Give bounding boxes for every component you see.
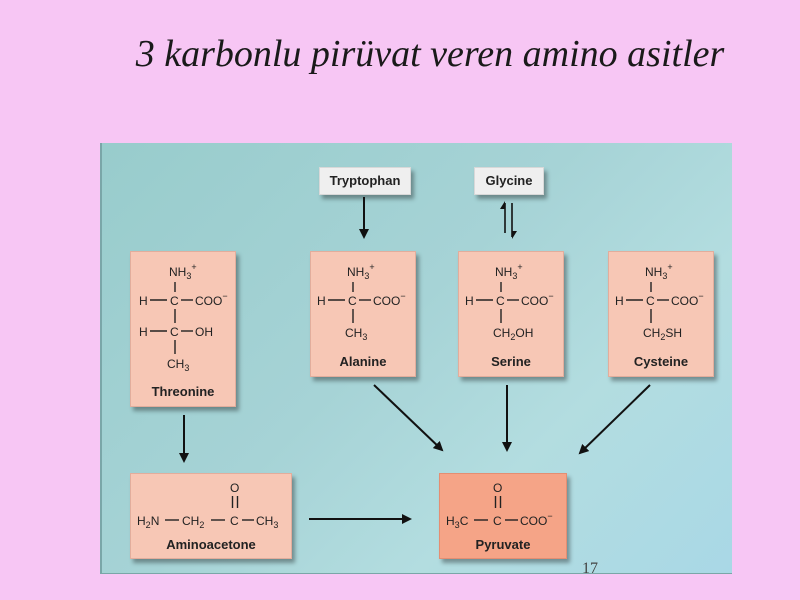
alanine-box: NH3+ H C COO− CH3 Alanine bbox=[310, 251, 416, 377]
svg-text:C: C bbox=[230, 514, 239, 528]
svg-text:NH3+: NH3+ bbox=[645, 262, 673, 281]
svg-text:CH2: CH2 bbox=[182, 514, 204, 530]
svg-text:H: H bbox=[139, 325, 148, 339]
svg-text:C: C bbox=[348, 294, 357, 308]
pathway-diagram: Tryptophan Glycine NH3+ H C C O bbox=[100, 143, 732, 574]
svg-text:COO−: COO− bbox=[520, 511, 553, 528]
svg-text:CH3: CH3 bbox=[256, 514, 278, 530]
arrows bbox=[179, 197, 651, 524]
cysteine-name: Cysteine bbox=[633, 354, 689, 369]
svg-text:O: O bbox=[230, 481, 239, 495]
svg-text:O: O bbox=[493, 481, 502, 495]
aminoacetone-box: O H2N CH2 C CH3 Aminoacetone bbox=[130, 473, 292, 559]
threonine-name: Threonine bbox=[151, 384, 215, 399]
pyruvate-structure: O H3C C COO− bbox=[446, 481, 553, 530]
svg-text:C: C bbox=[646, 294, 655, 308]
serine-box: NH3+ H C COO− CH2OH Serine bbox=[458, 251, 564, 377]
threonine-box: NH3+ H C COO− H C OH CH3 Threonine bbox=[130, 251, 236, 407]
svg-text:COO−: COO− bbox=[373, 291, 406, 308]
svg-text:C: C bbox=[493, 514, 502, 528]
aminoacetone-name: Aminoacetone bbox=[166, 537, 256, 552]
svg-text:H3C: H3C bbox=[446, 514, 469, 530]
svg-text:NH3+: NH3+ bbox=[347, 262, 375, 281]
threonine-structure: NH3+ H C COO− H C OH CH3 bbox=[139, 262, 228, 373]
svg-text:H: H bbox=[465, 294, 474, 308]
glycine-serine-equilibrium-arrow bbox=[500, 201, 517, 239]
svg-text:C: C bbox=[170, 325, 179, 339]
svg-text:H: H bbox=[615, 294, 624, 308]
svg-text:H: H bbox=[317, 294, 326, 308]
slide-title: 3 karbonlu pirüvat veren amino asitler bbox=[135, 33, 725, 75]
serine-structure: NH3+ H C COO− CH2OH bbox=[465, 262, 554, 342]
svg-text:C: C bbox=[496, 294, 505, 308]
svg-text:OH: OH bbox=[195, 325, 213, 339]
svg-text:CH2OH: CH2OH bbox=[493, 326, 533, 342]
slide-number: 17 bbox=[582, 560, 598, 577]
alanine-name: Alanine bbox=[339, 354, 387, 369]
svg-text:CH2SH: CH2SH bbox=[643, 326, 682, 342]
svg-text:COO−: COO− bbox=[195, 291, 228, 308]
cysteine-structure: NH3+ H C COO− CH2SH bbox=[615, 262, 704, 342]
svg-text:H2N: H2N bbox=[137, 514, 159, 530]
alanine-structure: NH3+ H C COO− CH3 bbox=[317, 262, 406, 342]
svg-text:COO−: COO− bbox=[521, 291, 554, 308]
pyruvate-box: O H3C C COO− Pyruvate bbox=[439, 473, 567, 559]
svg-text:CH3: CH3 bbox=[345, 326, 367, 342]
pyruvate-name: Pyruvate bbox=[475, 537, 531, 552]
alanine-to-pyruvate-arrow bbox=[373, 384, 444, 452]
cysteine-box: NH3+ H C COO− CH2SH Cysteine bbox=[608, 251, 714, 377]
svg-text:NH3+: NH3+ bbox=[495, 262, 523, 281]
svg-text:COO−: COO− bbox=[671, 291, 704, 308]
svg-text:NH3+: NH3+ bbox=[169, 262, 197, 281]
tryptophan-label: Tryptophan bbox=[319, 167, 411, 195]
svg-text:H: H bbox=[139, 294, 148, 308]
aminoacetone-structure: O H2N CH2 C CH3 bbox=[137, 481, 278, 530]
svg-text:CH3: CH3 bbox=[167, 357, 189, 373]
svg-text:C: C bbox=[170, 294, 179, 308]
serine-name: Serine bbox=[491, 354, 531, 369]
glycine-label: Glycine bbox=[474, 167, 544, 195]
cysteine-to-pyruvate-arrow bbox=[578, 384, 651, 455]
